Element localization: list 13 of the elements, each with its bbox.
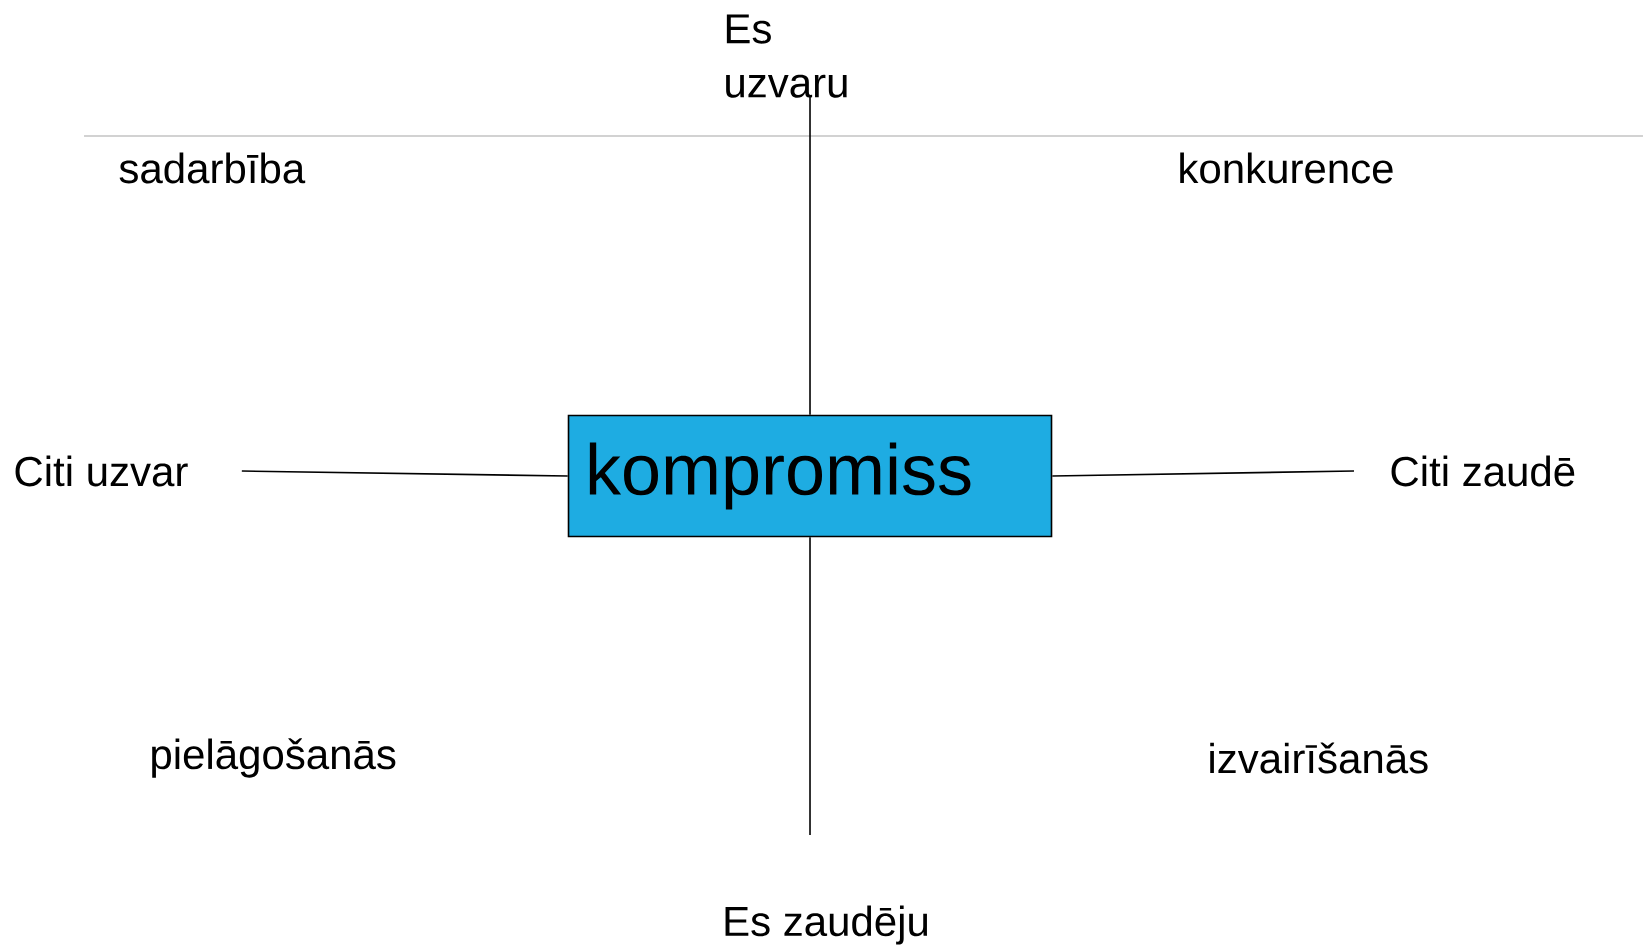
line [809,94,811,416]
axis-label: Es uzvaru [726,14,847,98]
quadrant-label: pielāgošanās [152,738,396,778]
process-box: kompromiss [567,414,1053,538]
quadrant-label: konkurence [1180,152,1393,184]
quadrant-label: izvairīšanās [1210,742,1428,774]
axis-label: Citi zaudē [1391,455,1575,487]
line [1051,470,1355,477]
line [809,536,811,836]
axis-label: Citi uzvar [15,455,188,487]
axis-label: Es zaudēju [725,905,928,945]
line [241,470,569,477]
quadrant-label: sadarbība [119,152,306,184]
